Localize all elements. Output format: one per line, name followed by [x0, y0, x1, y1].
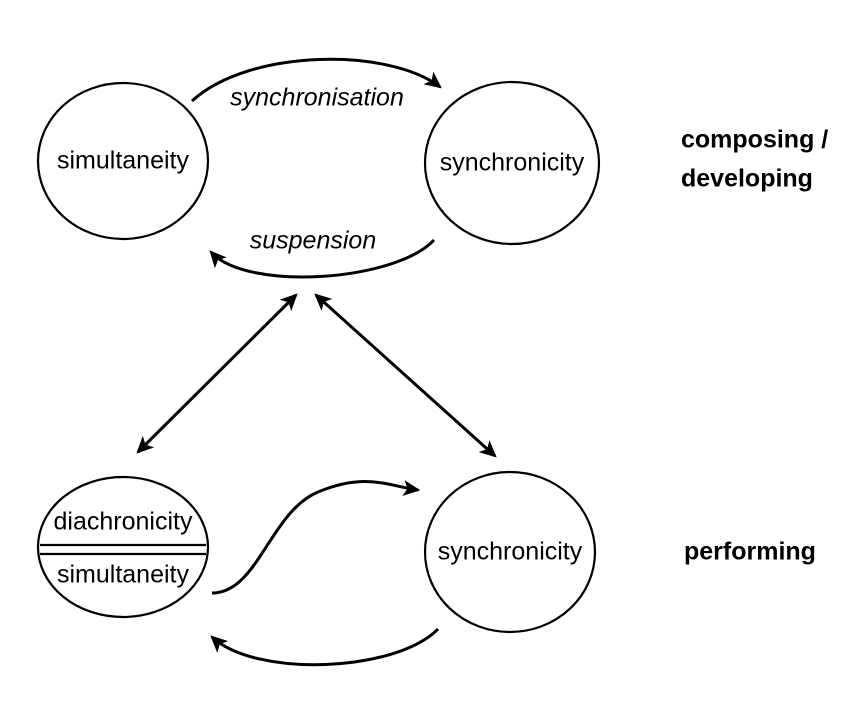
edge-synchronisation-arrow[interactable]	[190, 57, 442, 103]
edge-performing-return-arrow[interactable]	[210, 627, 440, 667]
node-top-right-label: synchronicity	[440, 149, 585, 177]
node-top-left[interactable]: simultaneity	[36, 81, 210, 241]
edge-left-diagonal-double-arrow[interactable]	[136, 293, 298, 454]
node-bottom-right-label: synchronicity	[438, 538, 583, 566]
node-bottom-left-label-top: diachronicity	[54, 508, 193, 536]
group-label-performing-line1: performing	[684, 538, 816, 566]
group-label-performing: performing	[684, 538, 816, 566]
group-label-composing-line2: developing	[681, 165, 813, 193]
group-label-composing-line1: composing /	[681, 126, 828, 154]
node-bottom-right[interactable]: synchronicity	[423, 470, 597, 634]
node-bottom-right-shape	[423, 470, 597, 634]
node-bottom-left-label-bottom: simultaneity	[57, 561, 189, 589]
edge-synchronisation-label: synchronisation	[230, 84, 404, 112]
node-top-right-shape	[423, 80, 601, 246]
edge-suspension-label: suspension	[250, 227, 376, 255]
edge-performing-forward-arrow[interactable]	[211, 480, 421, 595]
node-bottom-left-shape	[36, 475, 210, 619]
group-label-composing-developing: composing / developing	[681, 126, 828, 193]
node-top-left-shape	[36, 81, 210, 241]
edge-right-diagonal-double-arrow[interactable]	[314, 293, 497, 458]
node-top-right[interactable]: synchronicity	[423, 80, 601, 246]
node-bottom-left[interactable]: diachronicity simultaneity	[36, 475, 210, 619]
edge-suspension-arrow[interactable]	[209, 238, 436, 279]
node-top-left-label: simultaneity	[57, 147, 189, 175]
